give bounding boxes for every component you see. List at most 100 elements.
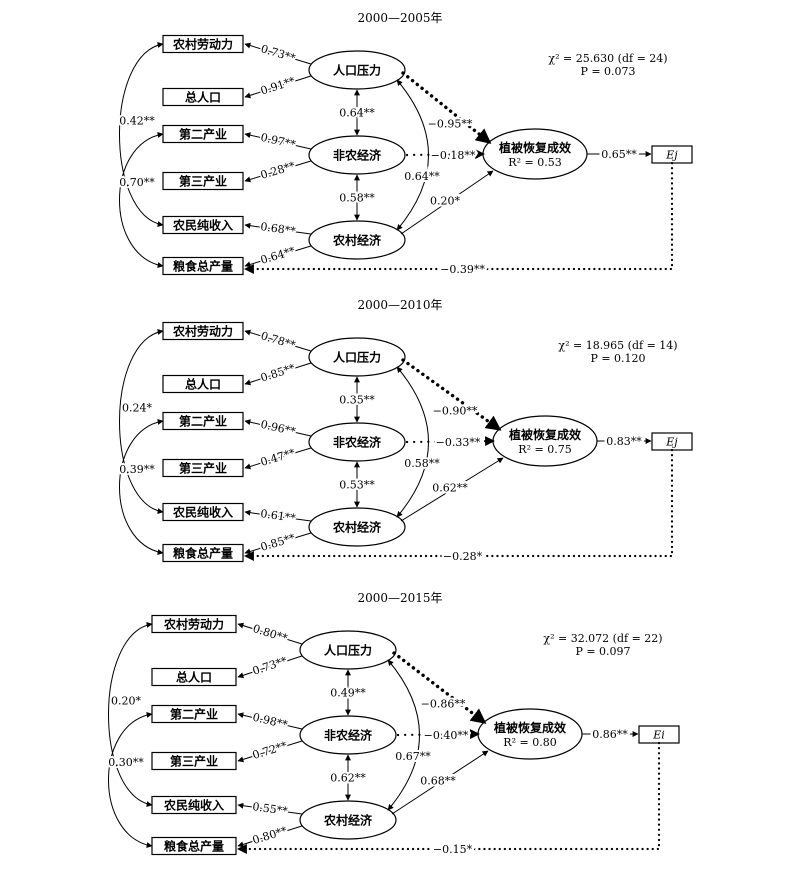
loading-label: 0.80**: [251, 622, 289, 645]
path-arrow-rural: [391, 750, 489, 815]
path-arrow-pop: [401, 71, 492, 144]
panel-title: 2000—2010年: [357, 298, 442, 312]
covariance-curve: [119, 41, 164, 228]
latent-ellipse: [299, 800, 397, 840]
loading-arrow: [237, 802, 302, 815]
latent-correlation-label: 0.58**: [339, 192, 375, 205]
residual-label: −0.39**: [440, 263, 485, 276]
error-label: Ei: [652, 729, 665, 742]
outcome-label: 植被恢复成效: [493, 720, 567, 735]
path-arrow-nonag: [396, 729, 480, 740]
loading-arrow: [237, 712, 303, 730]
observed-label: 农民纯收入: [172, 505, 233, 520]
path-arrow-pop: [392, 651, 487, 724]
observed-label: 总人口: [176, 670, 212, 685]
outcome-loading-label: 0.65**: [601, 148, 637, 161]
path-label: 0.20*: [430, 195, 460, 208]
r-squared-stat: R² = 0.80: [503, 736, 556, 749]
loading-arrow: [244, 362, 312, 386]
observed-label: 第三产业: [179, 174, 227, 189]
path-label: −0.18**: [431, 149, 476, 162]
latent-ellipse: [308, 220, 406, 260]
covariance-curve: [119, 328, 164, 515]
loading-arrow: [244, 132, 312, 150]
latent-correlation-label: 0.64**: [404, 170, 440, 183]
outcome-label: 植被恢复成效: [508, 427, 582, 442]
outcome-loading-label: 0.83**: [606, 435, 642, 448]
observed-label: 农村劳动力: [163, 617, 224, 632]
observed-label: 粮食总产量: [164, 839, 224, 854]
covariance-label: 0.42**: [119, 115, 155, 128]
observed-label: 第三产业: [179, 461, 227, 476]
panel-title: 2000—2015年: [357, 591, 442, 605]
p-value-stat: P = 0.120: [590, 352, 645, 365]
loading-arrow: [244, 419, 312, 437]
loading-arrow: [244, 329, 312, 352]
observed-label: 第三产业: [170, 754, 218, 769]
path-label: −0.40**: [424, 729, 469, 742]
path-label: −0.90**: [433, 405, 478, 418]
loading-arrow: [244, 245, 312, 268]
error-label: Ej: [665, 436, 678, 449]
error-label: Ej: [665, 149, 678, 162]
covariance-curve: [119, 418, 164, 556]
latent-ellipse: [308, 50, 406, 90]
path-arrow-rural: [400, 170, 494, 235]
loading-label: 0.96**: [259, 418, 297, 439]
covariance-curve: [119, 131, 164, 269]
observed-label: 第二产业: [179, 414, 227, 429]
observed-label: 第二产业: [179, 127, 227, 142]
latent-label: 人口压力: [324, 643, 372, 658]
latent-label: 农村经济: [323, 813, 373, 828]
observed-label: 总人口: [185, 90, 221, 105]
covariance-label: 0.30**: [108, 756, 144, 769]
residual-path: [244, 161, 674, 274]
covariance-label: 0.70**: [119, 176, 155, 189]
latent-ellipse: [308, 337, 406, 377]
path-arrow-rural: [400, 457, 504, 522]
loading-arrow: [244, 222, 311, 235]
latent-ellipse: [308, 507, 406, 547]
outcome-label: 植被恢复成效: [498, 140, 572, 155]
observed-label: 第二产业: [170, 707, 218, 722]
p-value-stat: P = 0.073: [580, 65, 635, 78]
latent-ellipse: [299, 715, 397, 755]
observed-label: 粮食总产量: [173, 546, 233, 561]
path-label: −0.95**: [428, 118, 473, 131]
loading-arrow: [244, 509, 311, 522]
observed-label: 农村劳动力: [172, 324, 233, 339]
loading-label: 0.91**: [259, 74, 297, 97]
observed-label: 农民纯收入: [172, 218, 233, 233]
latent-ellipse: [308, 135, 406, 175]
latent-correlation-label: 0.64**: [339, 107, 375, 120]
loading-label: 0.72**: [251, 739, 289, 762]
loading-label: 0.78**: [259, 329, 297, 352]
observed-label: 总人口: [185, 377, 221, 392]
latent-ellipse: [299, 630, 397, 670]
p-value-stat: P = 0.097: [575, 645, 630, 658]
latent-ellipse: [308, 422, 406, 462]
path-label: 0.62**: [432, 482, 468, 495]
loading-label: 0.28**: [259, 159, 297, 182]
loading-label: 0.97**: [259, 131, 297, 152]
latent-correlation-label: 0.58**: [404, 457, 440, 470]
loading-label: 0.68**: [260, 220, 297, 238]
covariance-curve: [108, 711, 153, 849]
loading-label: 0.64**: [259, 244, 297, 267]
loading-label: 0.85**: [259, 531, 297, 554]
latent-label: 农村经济: [332, 520, 382, 535]
covariance-label: 0.20*: [111, 695, 141, 708]
loading-arrow: [244, 75, 312, 99]
residual-label: −0.28*: [443, 550, 483, 563]
covariance-label: 0.24*: [122, 402, 152, 415]
chi-square-stat: χ² = 25.630 (df = 24): [548, 52, 667, 65]
observed-label: 粮食总产量: [173, 259, 233, 274]
outcome-loading-label: 0.86**: [592, 728, 628, 741]
latent-label: 非农经济: [324, 728, 373, 743]
latent-label: 人口压力: [333, 350, 381, 365]
latent-correlation-label: 0.62**: [330, 772, 366, 785]
